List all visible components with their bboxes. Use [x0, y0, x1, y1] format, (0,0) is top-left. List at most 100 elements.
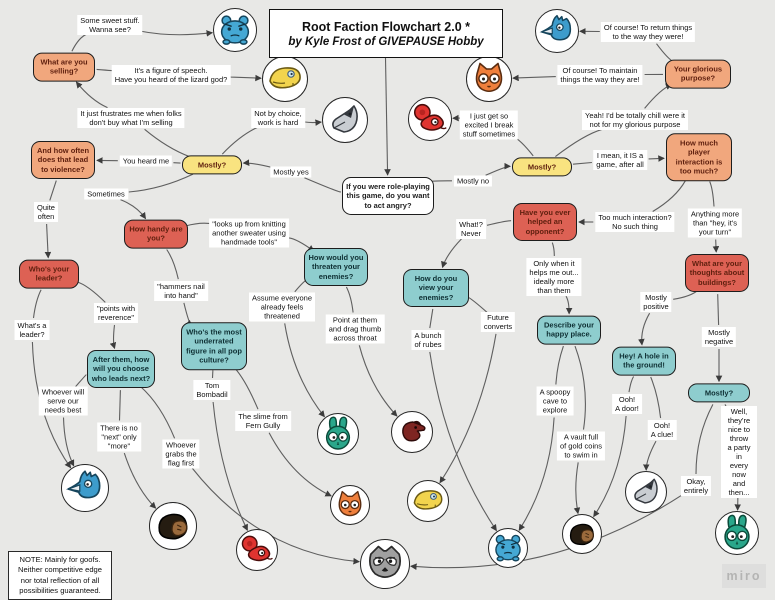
question-box-afterthem[interactable]: After them, how will you choose who lead… [87, 349, 155, 389]
question-box-mostly3[interactable]: Mostly? [688, 383, 750, 403]
answer-label-vault[interactable]: A vault full of gold coins to swim in [556, 431, 606, 461]
edge-l_anything-q_buildings [712, 239, 720, 253]
answer-label-sometimes[interactable]: Sometimes [84, 188, 128, 200]
answer-label-never[interactable]: What!? Never [456, 219, 486, 239]
edge-l_assume-i_rabbit1 [284, 323, 325, 418]
edge-q_sell-l_sweet [71, 33, 88, 52]
answer-label-slime[interactable]: The slime from Fern Gully [235, 411, 291, 431]
chart-subtitle: by Kyle Frost of GIVEPAUSE Hobby [288, 35, 484, 48]
heron-icon[interactable] [61, 464, 109, 512]
question-box-helped[interactable]: Have you ever helped an opponent? [513, 202, 577, 242]
edge-q_hole-l_clue [650, 376, 662, 419]
crow-icon[interactable] [625, 471, 667, 513]
answer-label-quite[interactable]: Quite often [34, 202, 58, 222]
answer-label-positive[interactable]: Mostly positive [640, 292, 672, 312]
edge-q_hole-l_door [628, 376, 635, 393]
mole-icon[interactable] [149, 502, 197, 550]
title-box[interactable]: Root Faction Flowchart 2.0 * by Kyle Fro… [269, 9, 503, 58]
answer-label-anything[interactable]: Anything more than "hey, it's your turn" [687, 208, 743, 238]
answer-label-notby[interactable]: Not by choice, work is hard [251, 108, 305, 128]
answer-label-heard[interactable]: You heard me [119, 155, 173, 167]
answer-label-imean[interactable]: I mean, it IS a game, after all [593, 150, 647, 170]
mole-icon[interactable] [562, 514, 602, 554]
answer-label-future[interactable]: Future converts [480, 312, 516, 332]
question-box-hole[interactable]: Hey! A hole in the ground! [612, 346, 676, 376]
rat-icon[interactable] [408, 97, 452, 141]
edge-l_never-q_view [441, 238, 462, 269]
otter-icon[interactable] [213, 8, 257, 52]
edge-l_door-i_mole2 [593, 415, 627, 518]
answer-label-clue[interactable]: Ooh! A clue! [647, 420, 677, 440]
rabbit-icon[interactable] [715, 511, 759, 555]
edge-q_mostly1-l_frustrate [144, 128, 191, 158]
edge-q_helped-l_never [486, 220, 512, 226]
question-box-leader[interactable]: Who's your leader? [19, 259, 79, 289]
lizard-icon[interactable] [262, 56, 308, 102]
question-box-underrated[interactable]: Who's the most underrated figure in all … [181, 322, 247, 370]
answer-label-return[interactable]: Of course! To return things to the way t… [600, 22, 696, 42]
question-box-happy[interactable]: Describe your happy place. [537, 315, 601, 345]
crow-icon[interactable] [322, 97, 368, 143]
edge-l_quite-q_leader [44, 223, 52, 259]
otter-icon[interactable] [488, 528, 528, 568]
raccoon-icon[interactable] [360, 539, 410, 589]
note-box[interactable]: NOTE: Mainly for goofs. Neither competit… [8, 551, 112, 600]
answer-label-assume[interactable]: Assume everyone already feels threatened [248, 292, 316, 322]
answer-label-needsbest[interactable]: Whoever will serve our needs best [38, 386, 88, 416]
question-box-threaten[interactable]: How would you threaten your enemies? [304, 247, 368, 287]
answer-label-mno[interactable]: Mostly no [453, 175, 493, 187]
answer-label-myes[interactable]: Mostly yes [270, 166, 312, 178]
heron-icon[interactable] [535, 9, 579, 53]
cat-icon[interactable] [466, 56, 512, 102]
answer-label-figure[interactable]: It's a figure of speech. Have you heard … [111, 65, 231, 85]
edge-l_tom-i_ratB [212, 401, 248, 531]
edge-l_figure-i_lizardT [230, 74, 262, 82]
answer-label-whatleader[interactable]: What's a leader? [14, 320, 50, 340]
edge-l_onlywhen-q_happy [565, 295, 573, 315]
edge-q_threaten-l_point [345, 286, 354, 313]
answer-label-grabflag[interactable]: Whoever grabs the flag first [162, 439, 200, 469]
answer-label-spoopy[interactable]: A spoopy cave to explore [536, 386, 574, 416]
question-box-roleplay[interactable]: If you were role-playing this game, do y… [342, 176, 434, 216]
rat-icon[interactable] [236, 529, 278, 571]
answer-label-negative[interactable]: Mostly negative [701, 327, 737, 347]
question-box-view[interactable]: How do you view your enemies? [403, 268, 469, 308]
question-box-violence[interactable]: And how often does that lead to violence… [31, 140, 95, 180]
edge-l_okay-i_raccoon [410, 493, 684, 570]
answer-label-frustrate[interactable]: It just frustrates me when folks don't b… [77, 108, 185, 128]
question-box-mostly2[interactable]: Mostly? [512, 157, 572, 177]
lizard-icon[interactable] [407, 480, 449, 522]
answer-label-tom[interactable]: Tom Bombadil [193, 380, 231, 400]
edge-l_clue-i_crow2 [642, 440, 657, 471]
answer-label-well[interactable]: Well, they're nice to throw a party in e… [721, 406, 757, 498]
question-box-interaction[interactable]: How much player interaction is too much? [666, 133, 732, 181]
edge-q_mostly2-l_chill [555, 128, 603, 158]
edge-l_myes-q_mostly1 [242, 159, 274, 169]
question-box-mostly1[interactable]: Mostly? [182, 155, 242, 175]
answer-label-hammers[interactable]: "hammers nail into hand" [154, 281, 208, 301]
answer-label-excited[interactable]: I just get so excited I break stuff some… [459, 110, 519, 140]
question-box-glorious[interactable]: Your glorious purpose? [665, 59, 731, 89]
answer-label-point[interactable]: Point at them and drag thumb across thro… [325, 314, 385, 344]
answer-label-points[interactable]: "points with reverence" [93, 303, 139, 323]
question-box-sell[interactable]: What are you selling? [33, 52, 95, 82]
question-box-buildings[interactable]: What are your thoughts about buildings? [685, 253, 749, 293]
answer-label-chill[interactable]: Yeah! I'd be totally chill were it not f… [582, 110, 688, 130]
answer-label-onlywhen[interactable]: Only when it helps me out... ideally mor… [526, 258, 582, 296]
answer-label-okay[interactable]: Okay, entirely [680, 476, 712, 496]
answer-label-sweet[interactable]: Some sweet stuff. Wanna see? [77, 15, 143, 35]
edge-title-q_roleplay [384, 57, 391, 176]
cat-icon[interactable] [330, 485, 370, 525]
answer-label-rubes[interactable]: A bunch of rubes [411, 330, 445, 350]
rabbit-icon[interactable] [317, 413, 359, 455]
edge-q_afterthem-l_needsbest [75, 373, 87, 387]
answer-label-maintain[interactable]: Of course! To maintain things the way th… [557, 65, 643, 85]
answer-label-nonext[interactable]: There is no "next" only "more" [97, 422, 141, 452]
question-box-handy[interactable]: How handy are you? [124, 219, 188, 249]
answer-label-knitting[interactable]: "looks up from knitting another sweater … [209, 218, 289, 248]
edge-q_leader-l_points [76, 281, 106, 303]
answer-label-toomuch[interactable]: Too much interaction? No such thing [595, 212, 675, 232]
answer-label-door[interactable]: Ooh! A door! [612, 394, 642, 414]
edge-q_happy-l_spoopy [555, 345, 564, 385]
redbird-icon[interactable] [391, 411, 433, 453]
